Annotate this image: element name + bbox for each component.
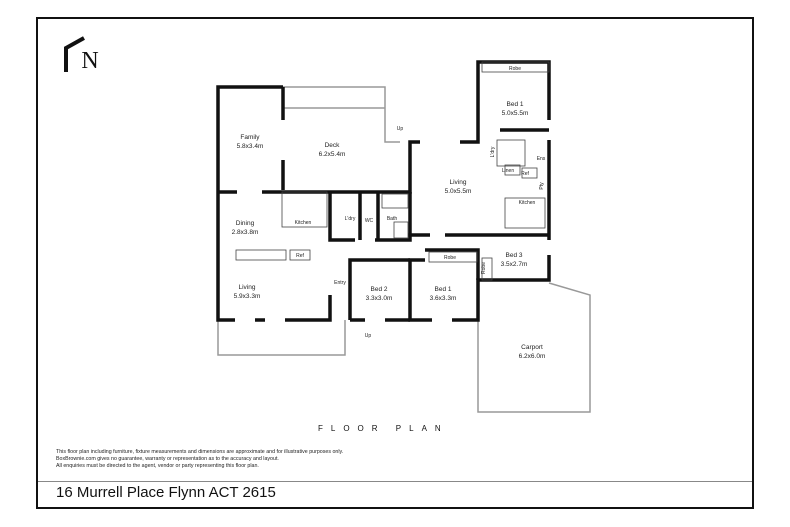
svg-text:Kitchen: Kitchen xyxy=(295,220,312,226)
svg-text:Ens: Ens xyxy=(537,156,546,162)
svg-text:L'dry: L'dry xyxy=(345,216,356,222)
svg-text:Kitchen: Kitchen xyxy=(519,200,536,206)
svg-text:6.2x5.4m: 6.2x5.4m xyxy=(319,151,346,158)
svg-text:3.5x2.7m: 3.5x2.7m xyxy=(501,261,528,268)
room-living-left: Living xyxy=(239,284,256,291)
svg-text:Robe: Robe xyxy=(444,255,456,261)
svg-text:Up: Up xyxy=(365,333,372,339)
room-deck: Deck xyxy=(325,142,341,149)
fixtures xyxy=(235,61,550,281)
svg-text:Entry: Entry xyxy=(334,280,346,286)
svg-text:Robe: Robe xyxy=(481,262,487,274)
page-frame xyxy=(36,17,754,509)
property-address: 16 Murrell Place Flynn ACT 2615 xyxy=(56,484,276,501)
room-bed1: Bed 1 xyxy=(507,101,524,108)
room-dining: Dining xyxy=(236,220,255,227)
svg-text:Ref: Ref xyxy=(296,253,304,259)
room-family: Family xyxy=(240,134,260,141)
footer-divider xyxy=(38,481,752,482)
disclaimer: This floor plan including furniture, fix… xyxy=(56,449,344,469)
floor-plan-title: FLOOR PLAN xyxy=(318,424,449,433)
outdoor-outlines xyxy=(217,86,591,413)
svg-text:5.8x3.4m: 5.8x3.4m xyxy=(237,143,264,150)
room-bed1-bottom: Bed 1 xyxy=(435,286,452,293)
svg-text:Up: Up xyxy=(397,126,404,132)
svg-text:L'dry: L'dry xyxy=(490,146,496,157)
north-compass-icon: N xyxy=(64,36,99,74)
room-carport: Carport xyxy=(521,344,543,351)
svg-text:WC: WC xyxy=(365,218,374,224)
room-living: Living xyxy=(450,179,467,186)
svg-text:Pty: Pty xyxy=(539,182,545,190)
svg-text:3.6x3.3m: 3.6x3.3m xyxy=(430,295,457,302)
svg-text:5.0x5.5m: 5.0x5.5m xyxy=(445,188,472,195)
room-bed2: Bed 2 xyxy=(371,286,388,293)
svg-text:N: N xyxy=(81,48,98,74)
svg-text:6.2x6.0m: 6.2x6.0m xyxy=(519,353,546,360)
svg-text:5.9x3.3m: 5.9x3.3m xyxy=(234,293,261,300)
svg-text:2.8x3.8m: 2.8x3.8m xyxy=(232,229,259,236)
svg-text:5.0x5.5m: 5.0x5.5m xyxy=(502,110,529,117)
walls xyxy=(216,60,551,322)
svg-text:3.3x3.0m: 3.3x3.0m xyxy=(366,295,393,302)
svg-text:Linen: Linen xyxy=(502,168,514,174)
svg-text:Robe: Robe xyxy=(509,66,521,72)
svg-text:Ref: Ref xyxy=(521,171,529,177)
room-bed3: Bed 3 xyxy=(506,252,523,259)
room-labels: Family 5.8x3.4m Deck 6.2x5.4m Living 5.0… xyxy=(232,66,546,360)
svg-text:Bath: Bath xyxy=(387,216,398,222)
